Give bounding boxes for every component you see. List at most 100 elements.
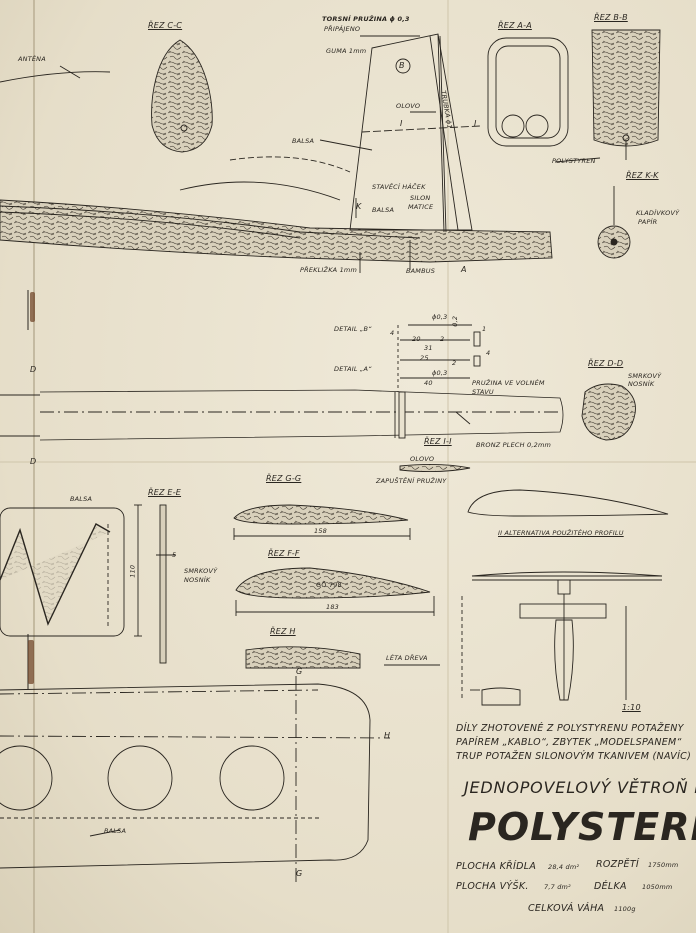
title-subtitle: JEDNOPOVELOVÝ VĚTROŇ RC [464, 778, 696, 797]
dim-110: 110 [128, 564, 137, 578]
label-polystyren: POLYSTYREN [552, 157, 596, 165]
dim-4b: 4 [390, 329, 395, 337]
spec-delka-label: DÉLKA [594, 881, 627, 892]
label-detail-a: DETAIL „A“ [334, 365, 372, 373]
three-view-fuselage [554, 619, 574, 701]
label-axis-h: H [384, 731, 391, 740]
section-a-a-shape [487, 37, 569, 147]
section-h-shape [245, 646, 361, 669]
label-axis-k: K [356, 202, 362, 211]
spec-vaha-label: CELKOVÁ VÁHA [528, 903, 605, 914]
title-name: POLYSTERIX [468, 805, 696, 849]
label-torzni-pruzina: TORSNÍ PRUŽINA ϕ 0,3 [322, 15, 410, 23]
section-title-a-a: ŘEZ A-A [498, 21, 532, 30]
label-smrkovy-nosnik-d-2: NOSNÍK [628, 380, 655, 388]
label-axis-i-right: I [474, 119, 477, 128]
label-bronz: BRONZ PLECH 0,2mm [476, 441, 552, 449]
note-line-1: DÍLY ZHOTOVENÉ Z POLYSTYRENU POTAŽENY [456, 723, 684, 734]
section-title-f-f: ŘEZ F-F [268, 549, 300, 558]
section-c-c-shape [151, 39, 213, 153]
dim-4a: 4 [486, 349, 491, 357]
label-leta-dreva: LÉTA DŘEVA [386, 654, 428, 662]
label-axis-d-top: D [30, 365, 37, 374]
dim-40: 40 [424, 379, 433, 387]
spec-plocha-vysk-label: PLOCHA VÝŠK. [456, 881, 529, 892]
label-axis-i-left: I [400, 119, 403, 128]
label-guma: GUMA 1mm [326, 47, 367, 55]
label-zapusteni: ZAPUŠTĚNÍ PRUŽINY [376, 477, 447, 485]
section-title-c-c: ŘEZ C-C [148, 21, 183, 30]
label-smrkovy-nosnik-w-1: SMRKOVÝ [184, 567, 218, 575]
label-balsa-wing: BALSA [70, 495, 93, 503]
section-b-b-shape [591, 29, 661, 147]
label-axis-g-top: G [296, 667, 303, 676]
spec-plocha-vysk-value: 7,7 dm² [544, 883, 571, 891]
label-detail-b: DETAIL „B“ [334, 325, 372, 333]
label-balsa-fin: BALSA [292, 137, 315, 145]
section-title-b-b: ŘEZ B-B [594, 13, 628, 22]
section-title-d-d: ŘEZ D-D [588, 359, 624, 368]
dim-03: ϕ0,3 [432, 313, 448, 321]
section-title-k-k: ŘEZ K-K [626, 171, 659, 180]
label-preklizka: PŘEKLIŽKA 1mm [300, 266, 357, 274]
label-papir: PAPÍR [638, 218, 658, 226]
label-antena: ANTÉNA [18, 55, 46, 63]
label-olovo-2: OLOVO [410, 455, 435, 463]
wing-planform [0, 683, 371, 869]
label-axis-d-bottom: D [30, 457, 37, 466]
lightening-hole-3 [219, 745, 285, 811]
spec-plocha-kridla-label: PLOCHA KŘÍDLA [456, 861, 537, 872]
dim-25: 25 [420, 354, 429, 362]
dim-183: 183 [326, 603, 340, 611]
label-scale: 1:10 [622, 703, 641, 712]
lightening-hole-2 [107, 745, 173, 811]
dim-02: 0,2 [451, 315, 460, 327]
spec-rozpeti-label: ROZPĚTÍ [596, 859, 640, 870]
spec-plocha-kridla-value: 28,4 dm² [548, 863, 580, 871]
note-line-2: PAPÍREM „KABLO“, ZBYTEK „MODELSPANEM“ [456, 737, 682, 748]
section-f-f-shape [235, 567, 431, 599]
dim-158: 158 [314, 527, 328, 535]
label-alternativa: II ALTERNATIVA POUŽITÉHO PROFILU [498, 529, 624, 537]
dim-31: 31 [424, 344, 433, 352]
label-balsa-k: BALSA [372, 206, 395, 214]
fin-outline [349, 33, 473, 231]
label-axis-g-bottom: G [296, 869, 303, 878]
lightening-hole-1 [0, 745, 53, 811]
section-title-i-i: ŘEZ I-I [424, 437, 452, 446]
dim-5: 5 [172, 551, 177, 559]
label-stavu: STAVU [472, 388, 494, 396]
section-g-g-shape [233, 504, 409, 525]
section-title-e-e: ŘEZ E-E [148, 488, 182, 497]
alt-profile [467, 489, 669, 517]
note-line-3: TRUP POTAŽEN SILONOVÝM TKANIVEM (NAVÍC) [456, 751, 692, 762]
label-silon: SILON [410, 194, 431, 202]
dim-2a: 2 [440, 335, 445, 343]
label-olovo: OLOVO [396, 102, 421, 110]
dim-03b: ϕ0,3 [432, 369, 448, 377]
section-title-h: ŘEZ H [270, 627, 296, 636]
label-pruzina-volnem: PRUŽINA VE VOLNÉM [472, 379, 545, 387]
fuselage-side [39, 389, 564, 441]
label-go798: GÖ 798 [316, 581, 342, 589]
wing-rib-frame [0, 507, 125, 637]
spec-vaha-value: 1100g [614, 905, 636, 913]
section-d-d-shape [581, 383, 636, 441]
dim-2b: 2 [452, 359, 457, 367]
label-smrkovy-nosnik-w-2: NOSNÍK [184, 576, 211, 584]
dim-1: 1 [482, 325, 487, 333]
section-title-g-g: ŘEZ G-G [266, 474, 302, 483]
section-e-e-shape [159, 504, 167, 664]
label-smrkovy-nosnik-d-1: SMRKOVÝ [628, 372, 662, 380]
spec-rozpeti-value: 1750mm [648, 861, 679, 869]
label-bambus: BAMBUS [406, 267, 436, 275]
label-balsa-bottom: BALSA [104, 827, 127, 835]
label-letter-a: A [461, 265, 467, 274]
label-matice: MATICE [408, 203, 434, 211]
spec-delka-value: 1050mm [642, 883, 673, 891]
label-staveci-hacek: STAVĚCÍ HÁČEK [372, 183, 426, 191]
label-pripajeno: PŘIPÁJENO [324, 25, 361, 33]
label-kladivkovy: KLADÍVKOVÝ [636, 209, 680, 217]
